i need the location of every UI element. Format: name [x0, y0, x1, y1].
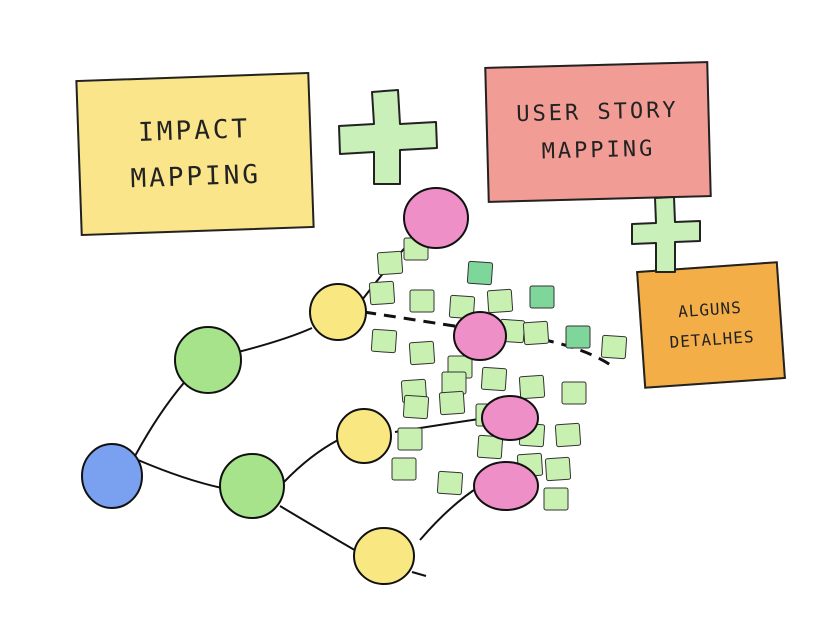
goal-node	[81, 443, 143, 509]
story-note	[376, 250, 404, 276]
story-note	[600, 334, 628, 360]
plus-icon-1	[338, 89, 438, 185]
story-note	[486, 288, 514, 314]
impact-node-2	[336, 408, 392, 464]
story-note	[436, 470, 464, 496]
story-note	[448, 294, 476, 320]
actor-node-1	[174, 326, 242, 394]
story-note	[391, 457, 417, 481]
plus-icon-2	[631, 196, 701, 273]
story-note	[476, 434, 504, 460]
story-note	[544, 456, 572, 482]
story-note	[480, 366, 508, 392]
story-note	[565, 325, 591, 349]
impact-node-3	[353, 527, 415, 585]
story-note	[466, 260, 494, 286]
story-note	[370, 328, 398, 354]
deliverable-node-2	[453, 311, 507, 361]
story-note	[441, 371, 467, 395]
impact-node-1	[309, 283, 367, 341]
story-notes	[368, 237, 628, 511]
deliverable-node-1	[403, 187, 469, 249]
deliverable-node-3	[481, 395, 539, 441]
story-note	[409, 289, 435, 313]
story-note	[397, 427, 423, 451]
story-note	[522, 320, 550, 346]
story-note	[402, 394, 430, 420]
deliverable-node-4	[473, 461, 539, 511]
actor-node-2	[219, 453, 285, 519]
story-note	[518, 374, 546, 400]
story-note	[408, 340, 436, 366]
story-note	[554, 422, 582, 448]
story-note	[561, 381, 587, 405]
story-note	[543, 487, 569, 511]
story-note	[438, 390, 466, 416]
story-note	[368, 280, 396, 306]
story-note	[529, 285, 555, 309]
